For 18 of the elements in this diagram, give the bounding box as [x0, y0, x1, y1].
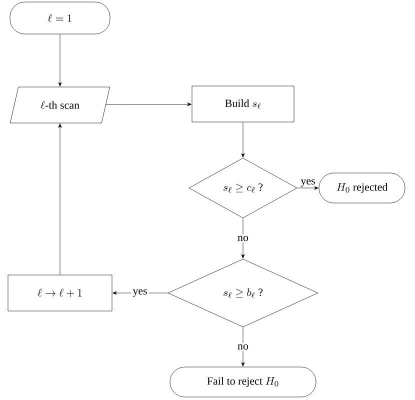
process-box: $\ell \rightarrow \ell + 1$	[8, 274, 112, 312]
arrow	[241, 327, 245, 366]
input-parallelogram: $\ell\mbox{-th scan}$	[10, 86, 110, 124]
edge-label: no	[236, 342, 250, 352]
arrow	[112, 291, 168, 295]
arrow	[106, 102, 192, 106]
edge-label: yes	[300, 179, 315, 187]
edge-label: yes	[131, 288, 149, 298]
terminal-box: $\mbox{Fail to reject } H_0$	[170, 366, 316, 398]
edge-label: no	[236, 234, 250, 243]
terminal-box: $\ell = 1$	[10, 2, 110, 34]
arrow	[241, 218, 245, 258]
process-box: $\mbox{Build } s_\ell$	[192, 86, 294, 122]
arrow	[241, 122, 245, 158]
arrow	[58, 34, 62, 86]
terminal-box: $H_0\mbox{ rejected}$	[318, 172, 406, 204]
arrow	[58, 124, 62, 275]
arrow	[297, 186, 318, 190]
